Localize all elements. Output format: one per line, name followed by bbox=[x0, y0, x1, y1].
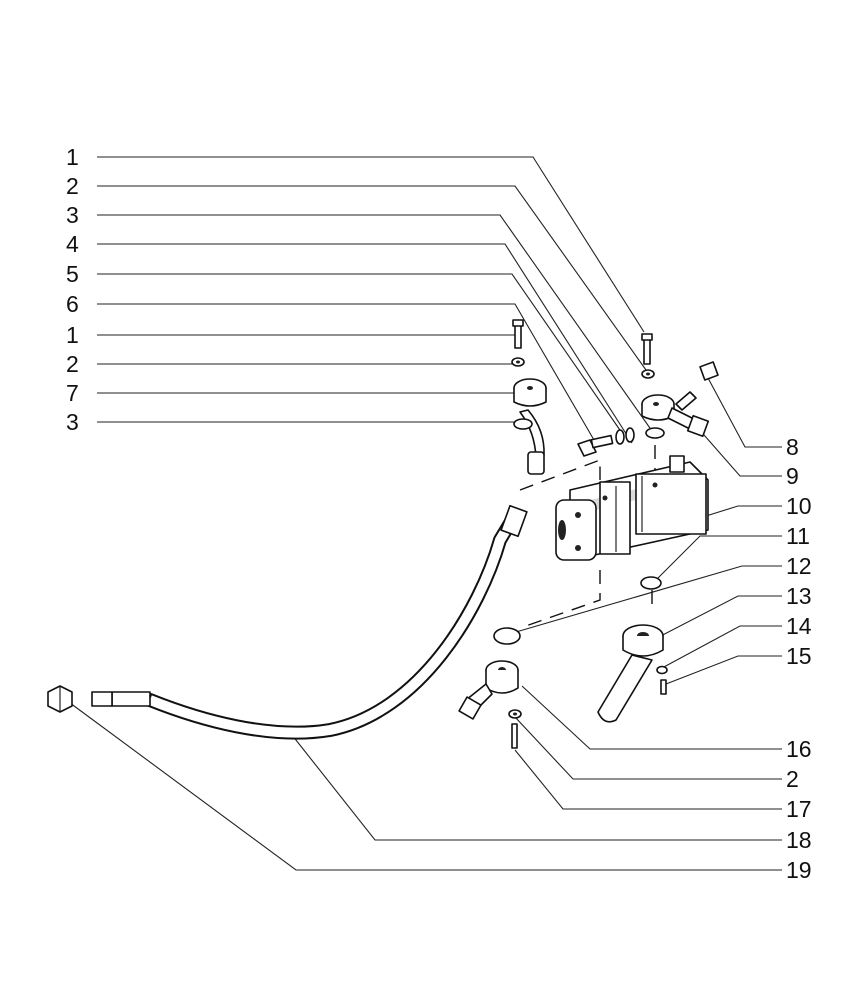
callout-label-c13: 13 bbox=[786, 583, 812, 609]
bolt-6 bbox=[577, 434, 614, 457]
leader-14 bbox=[661, 625, 782, 669]
callout-label-c2c: 2 bbox=[786, 766, 799, 792]
callout-label-c11: 11 bbox=[786, 523, 810, 549]
leader-13 bbox=[652, 595, 782, 641]
callout-label-c16: 16 bbox=[786, 736, 812, 762]
flange-fitting-9 bbox=[641, 391, 710, 438]
o-ring-11 bbox=[640, 576, 662, 590]
washer-2-right bbox=[641, 369, 655, 379]
leader-19 bbox=[65, 699, 782, 871]
bolt-1-left bbox=[512, 319, 524, 349]
leader-6 bbox=[97, 303, 595, 441]
washer-5 bbox=[615, 429, 625, 445]
leader-9 bbox=[696, 426, 782, 477]
elbow-fitting-7 bbox=[513, 378, 547, 475]
leader-3-top bbox=[97, 214, 653, 432]
leader-17 bbox=[514, 749, 782, 810]
o-ring-3-right bbox=[645, 427, 665, 439]
leader-4 bbox=[97, 243, 633, 444]
leader-lines bbox=[65, 156, 782, 871]
washer-14 bbox=[656, 665, 668, 675]
leader-12 bbox=[515, 565, 782, 633]
callout-label-c17: 17 bbox=[786, 796, 812, 822]
callout-label-c5: 5 bbox=[66, 261, 79, 287]
callout-label-c2a: 2 bbox=[66, 173, 79, 199]
leader-2-low bbox=[514, 716, 782, 780]
callout-label-c3a: 3 bbox=[66, 202, 79, 228]
callout-label-c10: 10 bbox=[786, 493, 812, 519]
callout-label-c12: 12 bbox=[786, 553, 812, 579]
callout-label-c9: 9 bbox=[786, 463, 799, 489]
callout-label-c3b: 3 bbox=[66, 409, 79, 435]
assembly-dash-lines bbox=[519, 445, 656, 629]
washer-2-low bbox=[508, 709, 522, 719]
callout-label-c14: 14 bbox=[786, 613, 812, 639]
leader-2-top bbox=[97, 185, 647, 371]
callout-label-c4: 4 bbox=[66, 231, 79, 257]
cap-8 bbox=[699, 361, 719, 381]
suction-elbow-13 bbox=[597, 624, 664, 723]
leader-16 bbox=[521, 685, 782, 750]
leader-5 bbox=[97, 273, 623, 434]
hose-18 bbox=[91, 504, 528, 740]
callout-label-c19: 19 bbox=[786, 857, 812, 883]
callout-label-c18: 18 bbox=[786, 827, 812, 853]
washer-2-left bbox=[511, 357, 525, 367]
callout-label-c1a: 1 bbox=[66, 144, 79, 170]
dash-left-upper bbox=[519, 458, 601, 491]
o-ring-12 bbox=[493, 627, 521, 645]
callout-label-c15: 15 bbox=[786, 643, 812, 669]
screw-17 bbox=[511, 723, 518, 749]
leader-18 bbox=[291, 734, 782, 841]
callout-label-c2b: 2 bbox=[66, 351, 79, 377]
elbow-fitting-16 bbox=[458, 660, 519, 720]
hydraulic-pump-10 bbox=[555, 455, 709, 561]
callout-label-c7: 7 bbox=[66, 380, 79, 406]
leader-8 bbox=[707, 377, 782, 448]
leader-15 bbox=[665, 655, 782, 685]
callout-label-c8: 8 bbox=[786, 434, 799, 460]
dash-left-lower bbox=[519, 570, 601, 629]
o-ring-3-left bbox=[513, 418, 533, 430]
bolt-1-right bbox=[641, 333, 653, 365]
leader-10 bbox=[705, 505, 782, 517]
callout-label-c1b: 1 bbox=[66, 322, 79, 348]
washer-4 bbox=[625, 427, 635, 443]
leader-1-top bbox=[97, 156, 645, 333]
leader-11 bbox=[657, 535, 782, 579]
hex-nut-19 bbox=[47, 685, 73, 713]
screw-15 bbox=[660, 679, 667, 695]
callout-label-c6: 6 bbox=[66, 291, 79, 317]
